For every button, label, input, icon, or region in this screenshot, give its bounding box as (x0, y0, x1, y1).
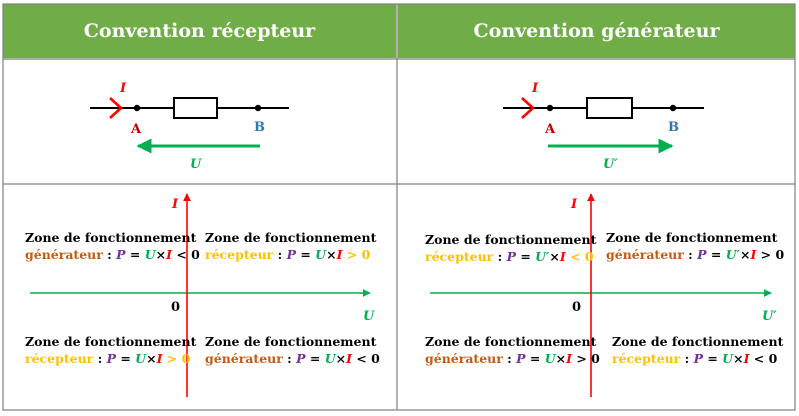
zone-left-bottom-left: Zone de fonctionnement récepteur : P = U… (25, 334, 197, 366)
axis-label-i-left: I (171, 197, 179, 212)
label-point-a-right: A (544, 122, 556, 137)
zone-right-bottom-left: Zone de fonctionnement générateur : P = … (425, 334, 600, 366)
label-voltage-right: U′ (603, 157, 618, 172)
receiver-circuit (90, 97, 289, 154)
axis-label-u-left: U (363, 309, 375, 324)
label-point-a-left: A (130, 122, 142, 137)
zone-right-top-left: Zone de fonctionnement récepteur : P = U… (425, 232, 597, 264)
axis-label-i-right: I (570, 197, 578, 212)
label-point-b-left: B (254, 120, 265, 135)
node-a-right (546, 104, 554, 112)
header-generator-convention: Convention générateur (398, 4, 795, 58)
zone-left-bottom-right: Zone de fonctionnement générateur : P = … (205, 334, 380, 366)
node-b-left (254, 104, 262, 112)
generator-axes (430, 193, 772, 397)
resistor-right (586, 97, 633, 119)
zone-right-top-right: Zone de fonctionnement générateur : P = … (606, 230, 785, 262)
generator-circuit (503, 97, 704, 154)
node-a-left (133, 104, 141, 112)
origin-label-left: 0 (171, 300, 180, 315)
label-current-left: I (119, 81, 127, 96)
zone-left-top-right: Zone de fonctionnement récepteur : P = U… (205, 230, 377, 262)
receiver-axes (30, 193, 371, 397)
label-voltage-left: U (190, 157, 202, 172)
resistor-left (173, 97, 218, 119)
origin-label-right: 0 (572, 300, 581, 315)
zone-left-top-left: Zone de fonctionnement générateur : P = … (25, 230, 200, 262)
header-generator-title: Convention générateur (473, 20, 720, 42)
axis-label-u-right: U′ (762, 309, 777, 324)
label-current-right: I (531, 81, 539, 96)
zone-right-bottom-right: Zone de fonctionnement récepteur : P = U… (612, 334, 784, 366)
header-receiver-convention: Convention récepteur (3, 4, 396, 58)
current-arrow-left (109, 97, 123, 119)
label-point-b-right: B (668, 120, 679, 135)
node-b-right (669, 104, 677, 112)
table-grid (2, 3, 796, 411)
current-arrow-right (521, 97, 535, 119)
header-receiver-title: Convention récepteur (83, 20, 316, 42)
